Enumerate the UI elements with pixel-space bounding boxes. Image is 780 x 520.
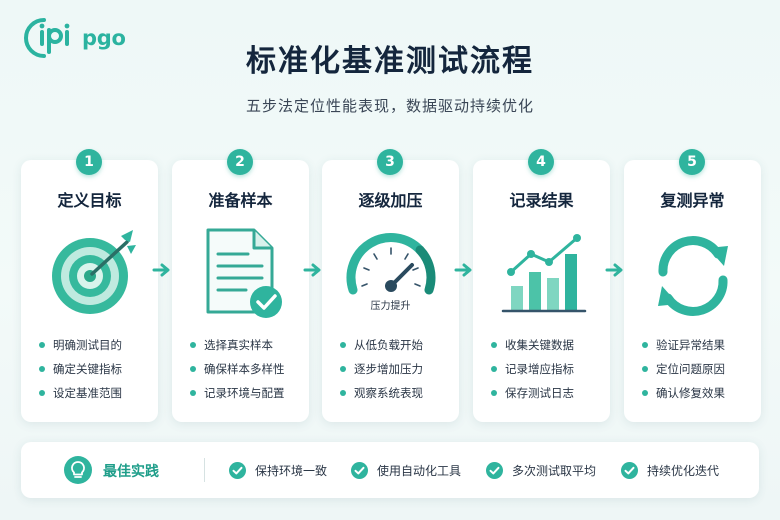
step-bullets: 明确测试目的 确定关键指标 设定基准范围 — [37, 337, 122, 409]
check-circle-icon — [229, 461, 246, 479]
check-circle-icon — [351, 461, 368, 479]
list-item: 逐步增加压力 — [338, 361, 423, 385]
list-item: 确保样本多样性 — [188, 361, 285, 385]
arrow-right-icon — [303, 263, 321, 277]
step-number-badge: 5 — [679, 149, 705, 175]
step-card-3: 逐级加压 压力提升 从低负载开始 逐步增加压力 观察系统表现 — [322, 160, 459, 422]
list-item: 保存测试日志 — [489, 385, 574, 409]
step-number-badge: 2 — [227, 149, 253, 175]
best-practice-item: 保持环境一致 — [229, 458, 327, 482]
arrow-right-icon — [454, 263, 472, 277]
best-practice-label: 最佳实践 — [103, 464, 159, 480]
list-item: 选择真实样本 — [188, 337, 285, 361]
bar-chart-icon — [501, 234, 587, 313]
step-card-5: 复测异常 验证异常结果 定位问题原因 确认修复效果 — [624, 160, 761, 422]
best-practice-bar: 最佳实践 保持环境一致 使用自动化工具 多次测试取平均 持续优化迭代 — [21, 442, 759, 498]
step-title: 定义目标 — [57, 191, 122, 210]
best-practice-item: 持续优化迭代 — [621, 458, 719, 482]
target-icon — [52, 230, 136, 314]
best-practice-text: 持续优化迭代 — [647, 463, 720, 478]
arrow-right-icon — [152, 263, 170, 277]
step-card-2: 准备样本 选择真实样本 确保样本多样性 记录环境与配置 — [172, 160, 309, 422]
page-title: 标准化基准测试流程 — [246, 44, 534, 79]
list-item: 验证异常结果 — [640, 337, 725, 361]
step-card-4: 记录结果 收集关键数据 记录增应指标 保存测试日志 — [473, 160, 610, 422]
best-practice-text: 保持环境一致 — [255, 463, 328, 478]
logo-text: pgo — [82, 26, 126, 50]
ipipgo-logo-icon — [24, 18, 70, 58]
best-practice-item: 多次测试取平均 — [486, 458, 596, 482]
list-item: 确定关键指标 — [37, 361, 122, 385]
refresh-icon — [658, 236, 728, 316]
step-title: 记录结果 — [509, 191, 574, 210]
step-bullets: 从低负载开始 逐步增加压力 观察系统表现 — [338, 337, 423, 409]
step-bullets: 验证异常结果 定位问题原因 确认修复效果 — [640, 337, 725, 409]
step-number-badge: 3 — [377, 149, 403, 175]
lightbulb-icon — [64, 456, 92, 484]
check-circle-icon — [486, 461, 503, 479]
step-number-badge: 1 — [76, 149, 102, 175]
step-card-1: 定义目标 明确测试目的 确定关键指标 设定基准范围 — [21, 160, 158, 422]
arrow-right-icon — [605, 263, 623, 277]
document-check-icon — [206, 228, 282, 318]
list-item: 收集关键数据 — [489, 337, 574, 361]
best-practice-text: 多次测试取平均 — [512, 463, 597, 478]
step-bullets: 选择真实样本 确保样本多样性 记录环境与配置 — [188, 337, 285, 409]
check-circle-icon — [621, 461, 638, 479]
list-item: 设定基准范围 — [37, 385, 122, 409]
list-item: 记录环境与配置 — [188, 385, 285, 409]
best-practice-item: 使用自动化工具 — [351, 458, 461, 482]
step-number-badge: 4 — [528, 149, 554, 175]
gauge-label: 压力提升 — [370, 301, 411, 312]
step-title: 复测异常 — [660, 191, 725, 210]
logo: pgo — [22, 16, 126, 60]
list-item: 记录增应指标 — [489, 361, 574, 385]
step-bullets: 收集关键数据 记录增应指标 保存测试日志 — [489, 337, 574, 409]
step-title: 逐级加压 — [358, 191, 423, 210]
list-item: 确认修复效果 — [640, 385, 725, 409]
step-title: 准备样本 — [208, 191, 273, 210]
list-item: 定位问题原因 — [640, 361, 725, 385]
list-item: 明确测试目的 — [37, 337, 122, 361]
page-subtitle: 五步法定位性能表现，数据驱动持续优化 — [245, 97, 534, 115]
gauge-icon — [346, 233, 436, 295]
list-item: 从低负载开始 — [338, 337, 423, 361]
divider — [204, 458, 205, 482]
list-item: 观察系统表现 — [338, 385, 423, 409]
best-practice-text: 使用自动化工具 — [377, 463, 462, 478]
